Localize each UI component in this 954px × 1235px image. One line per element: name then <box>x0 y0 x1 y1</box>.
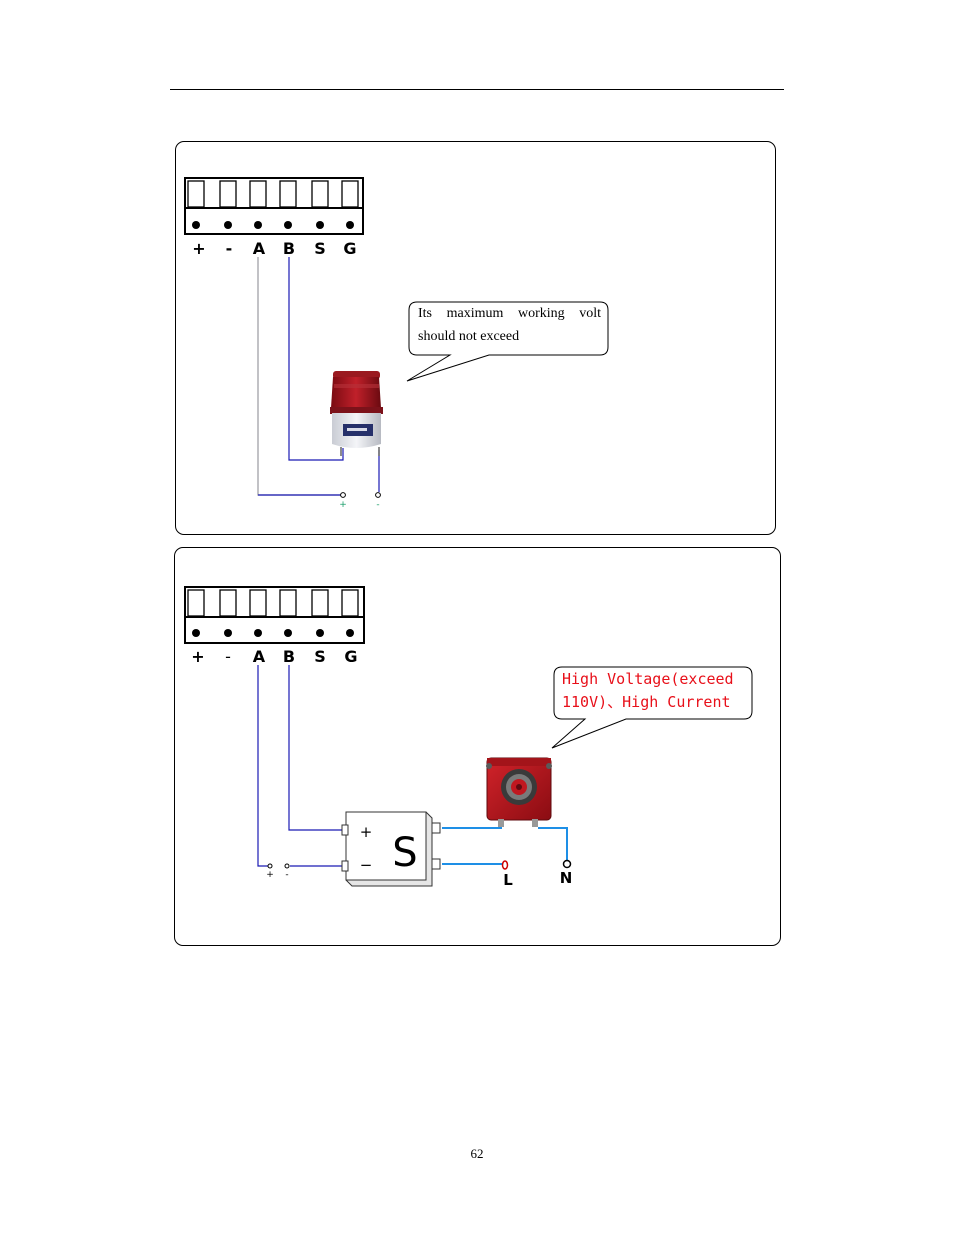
terminal-screw <box>254 629 262 637</box>
terminal-screw <box>346 629 354 637</box>
wires-1 <box>257 257 380 496</box>
callout-bubble-1 <box>406 301 609 382</box>
terminal-slot <box>279 180 297 208</box>
supply-plus-label-2: + <box>266 870 274 880</box>
supply-minus-label-1: - <box>376 500 379 510</box>
mains-terminals: L N <box>501 859 573 889</box>
terminal-screw <box>316 221 324 229</box>
callout-text-2: High Voltage(exceed 110V)、High Current <box>562 668 742 714</box>
terminal-label-minus-2: - <box>225 647 231 666</box>
terminal-label-s-2: S <box>314 647 326 666</box>
terminal-label-g-2: G <box>344 647 357 666</box>
terminal-label-b: B <box>283 239 295 258</box>
terminal-screw <box>284 221 292 229</box>
terminal-label-s: S <box>314 239 326 258</box>
relay-plus-symbol: + <box>360 823 373 841</box>
terminal-slot <box>279 589 297 617</box>
mains-l-label: L <box>503 871 513 889</box>
supply-terminals-1: + - <box>339 492 381 510</box>
terminal-slot <box>311 180 329 208</box>
terminal-label-plus: + <box>192 239 205 258</box>
terminal-slot <box>311 589 329 617</box>
page-number: 62 <box>470 1146 484 1161</box>
terminal-screw <box>316 629 324 637</box>
callout-text-1: Its maximum working volt should not exce… <box>418 302 601 348</box>
relay-minus-symbol: − <box>360 856 373 874</box>
terminal-block-2 <box>184 586 365 644</box>
terminal-screw <box>192 221 200 229</box>
terminal-labels-1: + - A B S G <box>192 239 356 258</box>
terminal-screw <box>346 221 354 229</box>
terminal-screw <box>254 221 262 229</box>
supply-plus-label-1: + <box>339 500 347 510</box>
terminal-screw <box>284 629 292 637</box>
siren-icon <box>486 757 552 827</box>
terminal-label-a: A <box>253 239 266 258</box>
callout-line-1: High Voltage(exceed <box>562 670 734 688</box>
callout-bubble-2 <box>551 666 753 749</box>
terminal-screw <box>224 221 232 229</box>
terminal-screw <box>192 629 200 637</box>
supply-minus-label-2: - <box>285 870 288 880</box>
terminal-label-a-2: A <box>253 647 266 666</box>
mains-n-label: N <box>560 869 573 887</box>
terminal-slot <box>249 180 267 208</box>
terminal-screw <box>224 629 232 637</box>
terminal-label-plus-2: + <box>191 647 204 666</box>
terminal-slot <box>187 589 205 617</box>
terminal-slot <box>219 589 237 617</box>
warning-light-icon <box>330 371 383 456</box>
terminal-slot <box>341 180 359 208</box>
relay-label: S <box>392 830 417 876</box>
terminal-label-g: G <box>343 239 356 258</box>
callout-line-2: should not exceed <box>418 329 520 344</box>
terminal-slot <box>249 589 267 617</box>
terminal-label-b-2: B <box>283 647 295 666</box>
callout-line-2: 110V)、High Current <box>562 693 731 711</box>
supply-terminals-2: + - <box>266 863 290 880</box>
terminal-slot <box>187 180 205 208</box>
relay-box: + − S <box>341 811 441 887</box>
callout-line-1: Its maximum working volt <box>418 306 601 321</box>
terminal-slot <box>219 180 237 208</box>
terminal-block-1 <box>184 177 364 235</box>
terminal-slot <box>341 589 359 617</box>
terminal-label-minus: - <box>226 239 233 258</box>
terminal-labels-2: + - A B S G <box>191 647 357 666</box>
header-rule <box>170 89 784 90</box>
